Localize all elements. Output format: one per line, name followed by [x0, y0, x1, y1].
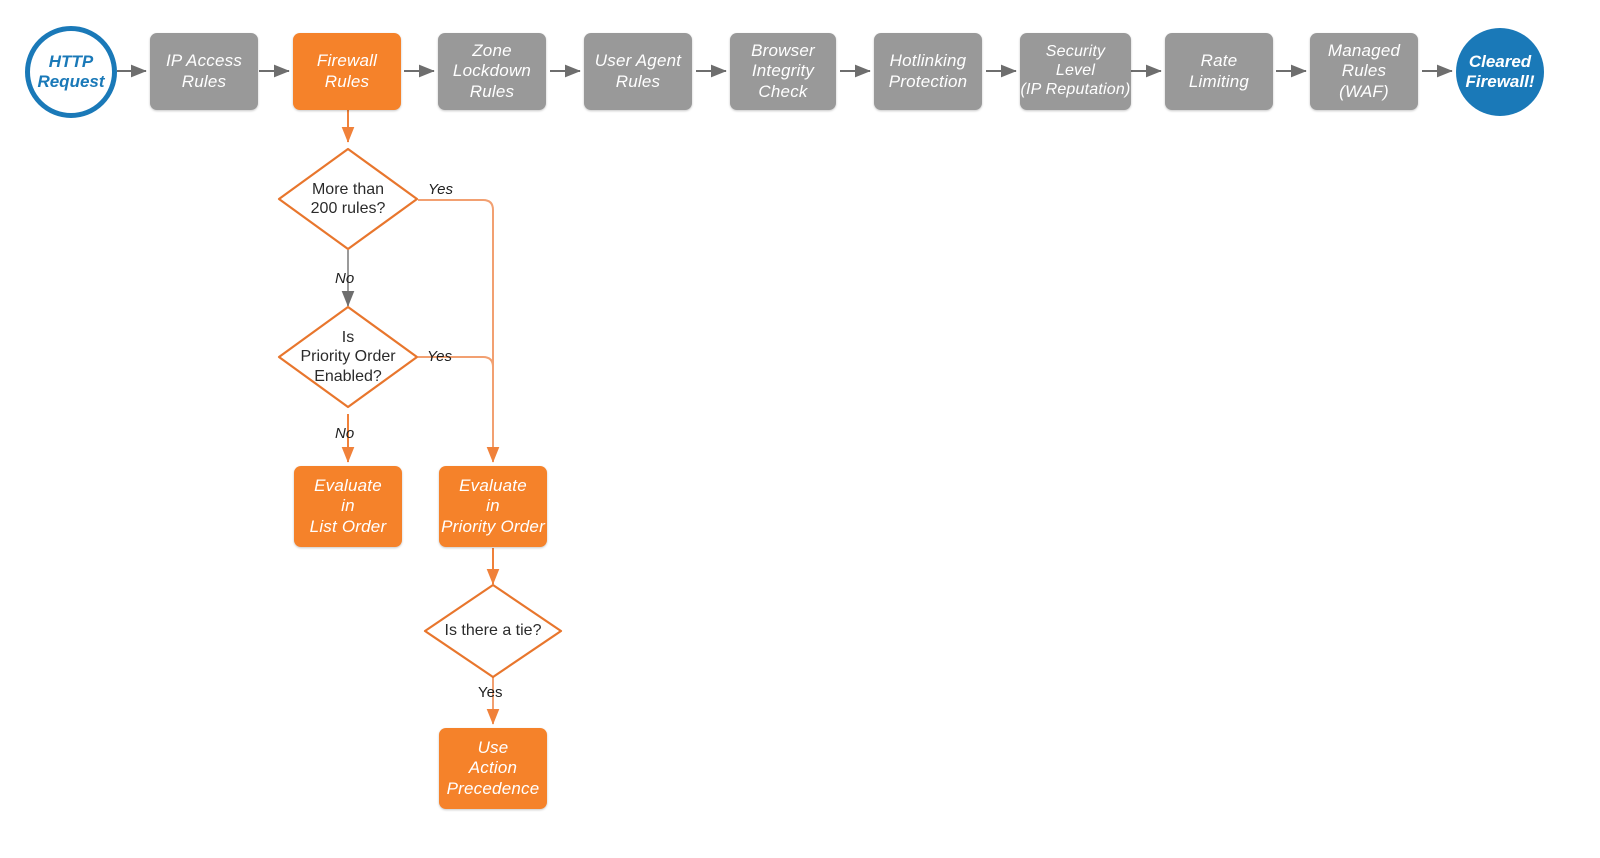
node-managed-rules-waf-label: Managed Rules (WAF): [1327, 41, 1401, 101]
decision-more-than-200-rules-label: More than 200 rules?: [310, 180, 386, 217]
decision-is-priority-order-enabled-label: Is Priority Order Enabled?: [300, 329, 396, 385]
diamond-shape-icon: [423, 583, 563, 679]
node-use-action-precedence-label: Use Action Precedence: [446, 738, 540, 798]
node-rate-limiting-label: Rate Limiting: [1188, 51, 1250, 91]
node-evaluate-in-priority-order-label: Evaluate in Priority Order: [441, 476, 545, 536]
edge-label-more-than-200-no: No: [335, 270, 355, 287]
node-use-action-precedence[interactable]: Use Action Precedence: [439, 728, 547, 809]
node-user-agent-rules-label: User Agent Rules: [594, 51, 682, 91]
node-managed-rules-waf[interactable]: Managed Rules (WAF): [1310, 33, 1418, 110]
node-evaluate-in-list-order-label: Evaluate in List Order: [309, 476, 387, 536]
edge-label-tie-yes: Yes: [478, 684, 503, 701]
decision-is-there-a-tie-label: Is there a tie?: [444, 622, 542, 640]
node-rate-limiting[interactable]: Rate Limiting: [1165, 33, 1273, 110]
node-browser-integrity-check-label: Browser Integrity Check: [751, 41, 815, 101]
decision-more-than-200-rules[interactable]: More than 200 rules?: [277, 147, 419, 251]
node-evaluate-in-priority-order[interactable]: Evaluate in Priority Order: [439, 466, 547, 547]
node-zone-lockdown-rules[interactable]: Zone Lockdown Rules: [438, 33, 546, 110]
edge-more-than-200-yes: [418, 199, 500, 463]
node-ip-access-rules[interactable]: IP Access Rules: [150, 33, 258, 110]
node-http-request[interactable]: HTTP Request: [25, 26, 117, 118]
node-hotlinking-protection[interactable]: Hotlinking Protection: [874, 33, 982, 110]
edge-label-priority-order-no: No: [335, 425, 355, 442]
edge-label-more-than-200-yes: Yes: [428, 181, 454, 198]
node-ip-access-rules-label: IP Access Rules: [165, 51, 243, 91]
edge-label-priority-order-yes: Yes: [427, 348, 453, 365]
diamond-shape-icon: [277, 147, 419, 251]
node-security-level[interactable]: Security Level (IP Reputation): [1020, 33, 1131, 110]
node-firewall-rules[interactable]: Firewall Rules: [293, 33, 401, 110]
node-user-agent-rules[interactable]: User Agent Rules: [584, 33, 692, 110]
diamond-shape-icon: [277, 305, 419, 409]
node-security-level-label: Security Level (IP Reputation): [1020, 43, 1131, 98]
node-evaluate-in-list-order[interactable]: Evaluate in List Order: [294, 466, 402, 547]
node-firewall-rules-label: Firewall Rules: [316, 51, 378, 91]
node-zone-lockdown-rules-label: Zone Lockdown Rules: [452, 41, 532, 101]
node-http-request-label: HTTP Request: [37, 51, 105, 91]
node-cleared-firewall[interactable]: Cleared Firewall!: [1456, 28, 1544, 116]
node-hotlinking-protection-label: Hotlinking Protection: [888, 51, 968, 91]
decision-is-priority-order-enabled[interactable]: Is Priority Order Enabled?: [277, 305, 419, 409]
node-cleared-firewall-label: Cleared Firewall!: [1465, 51, 1535, 91]
decision-is-there-a-tie[interactable]: Is there a tie?: [423, 583, 563, 679]
node-browser-integrity-check[interactable]: Browser Integrity Check: [730, 33, 836, 110]
